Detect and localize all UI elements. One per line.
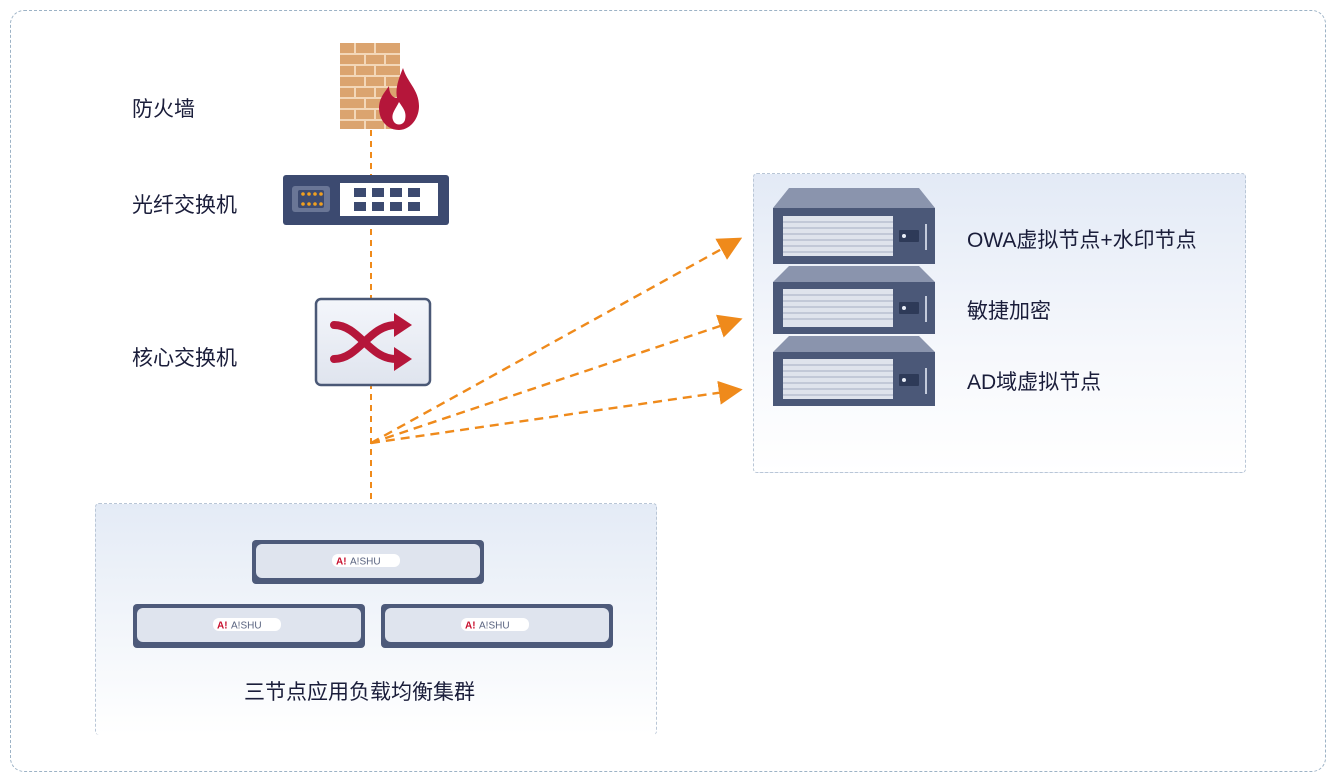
appliance-brand-text: A!SHU [479,621,510,632]
core-switch-label: 核心交换机 [132,347,237,370]
core-switch-icon [314,297,432,387]
appliance-brand-text: A!SHU [350,557,381,568]
arrow-to-ad [370,380,743,445]
firewall-icon [340,43,419,130]
diagram-frame [10,10,1326,772]
svg-text:A!: A! [465,621,476,632]
cluster-caption: 三节点应用负载均衡集群 [244,681,475,704]
svg-text:A!: A! [336,557,347,568]
server-ad-icon [773,336,935,406]
svg-text:A!: A! [217,621,228,632]
ad-node-label: AD域虚拟节点 [967,371,1102,394]
arrow-to-owa [370,237,743,445]
arrow-to-encryption [370,314,743,445]
owa-node-label: OWA虚拟节点+水印节点 [967,229,1197,252]
encryption-label: 敏捷加密 [967,300,1051,323]
firewall-label: 防火墙 [132,98,195,121]
appliance-brand-text: A!SHU [231,621,262,632]
appliance-top-icon: A! A!SHU [252,540,484,584]
fiber-switch-icon [283,175,449,225]
appliance-right-icon: A! A!SHU [381,604,613,648]
server-owa-icon [773,188,935,264]
appliance-left-icon: A! A!SHU [133,604,365,648]
fiber-switch-label: 光纤交换机 [132,194,237,217]
server-encryption-icon [773,266,935,334]
